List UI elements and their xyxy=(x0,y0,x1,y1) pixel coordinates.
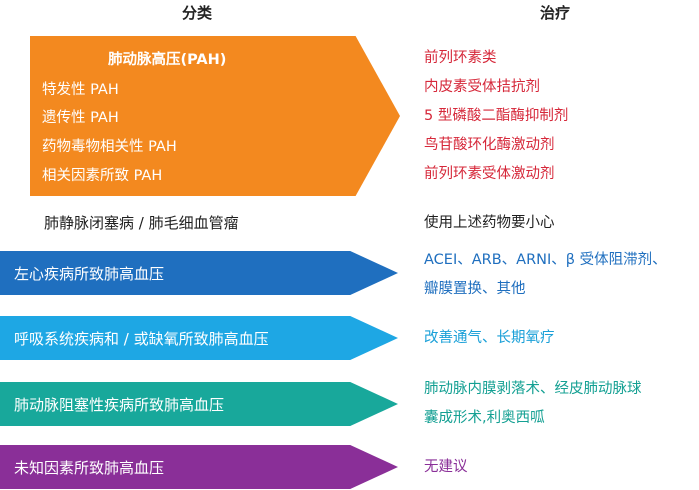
left-heart-arrow: 左心疾病所致肺高血压 xyxy=(0,251,398,295)
unknown-treatment: 无建议 xyxy=(424,459,468,475)
pah-treatment-prostacyclin: 前列环素类 xyxy=(424,50,497,66)
unknown-arrow: 未知因素所致肺高血压 xyxy=(0,445,398,489)
pah-treatment-era: 内皮素受体拮抗剂 xyxy=(424,79,540,95)
pah-treatment-sgc: 鸟苷酸环化酶激动剂 xyxy=(424,137,555,153)
pah-item-hereditary: 遗传性 PAH xyxy=(42,110,119,126)
obstruction-treatment-line1: 肺动脉内膜剥落术、经皮肺动脉球 xyxy=(424,381,642,397)
respiratory-arrow: 呼吸系统疾病和 / 或缺氧所致肺高血压 xyxy=(0,316,398,360)
pah-item-associated: 相关因素所致 PAH xyxy=(42,168,163,184)
obstruction-treatment-line2: 囊成形术,利奥西呱 xyxy=(424,410,545,426)
respiratory-treatment: 改善通气、长期氧疗 xyxy=(424,330,555,346)
obstruction-arrow: 肺动脉阻塞性疾病所致肺高血压 xyxy=(0,382,398,426)
pah-treatment-ip-agonist: 前列环素受体激动剂 xyxy=(424,166,555,182)
unknown-label: 未知因素所致肺高血压 xyxy=(14,459,165,477)
left-heart-treatment-line1: ACEI、ARB、ARNI、β 受体阻滞剂、 xyxy=(424,252,667,268)
pah-treatment-pde5: 5 型磷酸二酯酶抑制剂 xyxy=(424,108,569,124)
left-heart-label: 左心疾病所致肺高血压 xyxy=(14,265,165,283)
pvod-treatment: 使用上述药物要小心 xyxy=(424,215,555,231)
left-heart-treatment-line2: 瓣膜置换、其他 xyxy=(424,281,526,297)
respiratory-label: 呼吸系统疾病和 / 或缺氧所致肺高血压 xyxy=(14,330,269,348)
category-header: 分类 xyxy=(182,4,213,22)
pvod-label: 肺静脉闭塞病 / 肺毛细血管瘤 xyxy=(44,214,239,232)
obstruction-label: 肺动脉阻塞性疾病所致肺高血压 xyxy=(14,396,225,414)
pah-arrow: 肺动脉高压(PAH) 特发性 PAH 遗传性 PAH 药物毒物相关性 PAH 相… xyxy=(30,36,400,196)
pah-item-idiopathic: 特发性 PAH xyxy=(42,82,119,98)
pah-item-drug-toxin: 药物毒物相关性 PAH xyxy=(42,139,177,155)
pah-title: 肺动脉高压(PAH) xyxy=(108,52,227,68)
treatment-header: 治疗 xyxy=(540,4,571,22)
